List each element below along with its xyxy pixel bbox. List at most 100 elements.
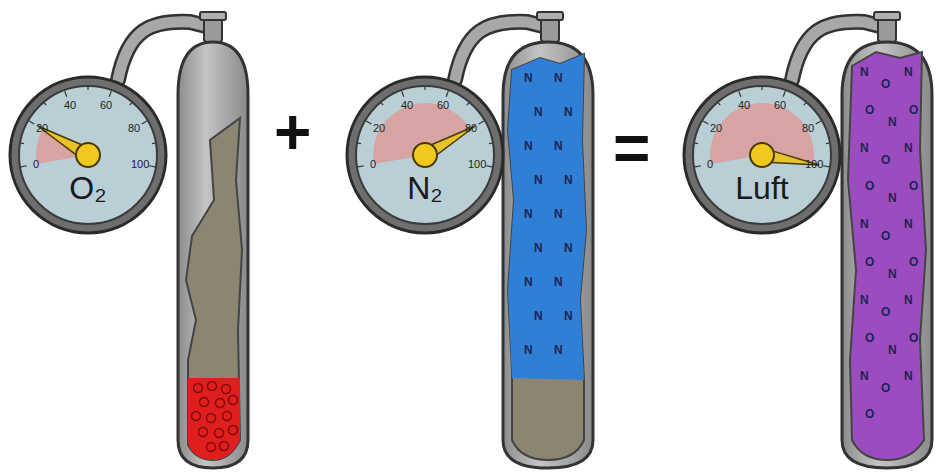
- scale-tick: [739, 91, 741, 97]
- equals-sign: =: [613, 116, 650, 180]
- scale-tick: [479, 121, 484, 124]
- scale-number: 40: [64, 100, 76, 111]
- gauge-label-area: Luft: [694, 87, 830, 223]
- molecule-letter: N: [564, 174, 573, 186]
- scale-tick: [21, 166, 27, 167]
- scale-tick: [446, 91, 448, 97]
- molecule-letter: N: [524, 72, 533, 84]
- scale-number: 60: [100, 100, 112, 111]
- gauge-dial: [356, 86, 494, 224]
- gauge-label-area: N₂: [357, 87, 493, 223]
- scale-tick: [695, 143, 698, 145]
- nitrogen-cylinder: [503, 12, 593, 468]
- molecule-letter: N: [554, 276, 563, 288]
- scale-number: 40: [401, 100, 413, 111]
- molecule-letter: O: [865, 180, 874, 192]
- scale-tick: [424, 87, 425, 90]
- gauge-label-area: O₂: [20, 87, 156, 223]
- molecule-letter: O: [881, 382, 890, 394]
- scale-number: 40: [738, 100, 750, 111]
- scale-tick: [149, 166, 155, 167]
- molecule-letter: O: [909, 256, 918, 268]
- molecule-letter: N: [904, 294, 913, 306]
- scale-tick: [486, 166, 492, 167]
- scale-tick: [695, 166, 701, 167]
- scale-tick: [366, 121, 371, 124]
- gauge-rim: [684, 77, 840, 233]
- molecule-letter: N: [554, 208, 563, 220]
- oxygen-cylinder: [178, 12, 248, 468]
- scale-tick: [29, 121, 34, 124]
- scale-tick: [87, 87, 88, 90]
- molecule-letter: N: [524, 276, 533, 288]
- scale-tick: [44, 103, 46, 105]
- gauge-face: [10, 77, 166, 233]
- molecule-letter: N: [534, 242, 543, 254]
- gauge-name: N₂: [407, 170, 443, 207]
- molecule-letter: N: [524, 208, 533, 220]
- gauge-rim: [10, 77, 166, 233]
- molecule-letter: N: [554, 140, 563, 152]
- scale-number: 20: [710, 123, 722, 134]
- scale-number: 0: [370, 159, 376, 170]
- molecule-letter: O: [909, 104, 918, 116]
- scale-number: 60: [774, 100, 786, 111]
- gauge-face: [347, 77, 503, 233]
- molecule-letter: N: [554, 344, 563, 356]
- molecule-letter: O: [909, 180, 918, 192]
- molecule-letter: N: [524, 140, 533, 152]
- molecule-letter: N: [564, 242, 573, 254]
- molecule-letter: N: [860, 218, 869, 230]
- scale-number: 100: [468, 159, 486, 170]
- molecule-letter: N: [564, 106, 573, 118]
- gauge-name: Luft: [735, 170, 788, 207]
- needle-hub: [413, 143, 437, 167]
- scale-tick: [109, 91, 111, 97]
- molecule-letter: O: [909, 332, 918, 344]
- scale-tick: [826, 143, 829, 145]
- air-cylinder: [842, 12, 932, 468]
- molecule-letter: O: [865, 408, 874, 420]
- scale-tick: [65, 91, 67, 97]
- scale-tick: [804, 103, 806, 105]
- scale-tick: [761, 87, 762, 90]
- pressure-gauge: [10, 77, 840, 233]
- scale-number: 100: [131, 159, 149, 170]
- scale-tick: [783, 91, 785, 97]
- molecule-letter: N: [904, 66, 913, 78]
- molecule-letter: O: [881, 154, 890, 166]
- molecule-letter: N: [860, 294, 869, 306]
- molecule-letter: N: [888, 344, 897, 356]
- molecule-letter: N: [904, 142, 913, 154]
- molecule-letter: O: [881, 78, 890, 90]
- molecule-letter: N: [534, 174, 543, 186]
- molecule-letter: N: [524, 344, 533, 356]
- gauge-face: [684, 77, 840, 233]
- scale-tick: [718, 103, 720, 105]
- plus-sign: +: [274, 100, 311, 164]
- molecule-letter: N: [860, 142, 869, 154]
- scale-tick: [358, 166, 364, 167]
- molecule-letter: N: [888, 268, 897, 280]
- gauge-rim: [347, 77, 503, 233]
- scale-tick: [467, 103, 469, 105]
- molecule-letter: N: [904, 370, 913, 382]
- molecule-letter: N: [534, 106, 543, 118]
- molecule-letter: N: [888, 116, 897, 128]
- scale-tick: [823, 166, 829, 167]
- molecule-letter: O: [865, 104, 874, 116]
- scale-number: 20: [373, 123, 385, 134]
- scale-tick: [152, 143, 155, 145]
- molecule-letter: N: [554, 72, 563, 84]
- molecule-letter: N: [860, 370, 869, 382]
- gauge-dial: [19, 86, 157, 224]
- molecule-letter: N: [860, 66, 869, 78]
- needle-hub: [76, 143, 100, 167]
- molecule-letter: N: [888, 192, 897, 204]
- scale-number: 0: [33, 159, 39, 170]
- scale-tick: [489, 143, 492, 145]
- molecule-letter: N: [904, 218, 913, 230]
- scale-number: 0: [707, 159, 713, 170]
- scale-tick: [358, 143, 361, 145]
